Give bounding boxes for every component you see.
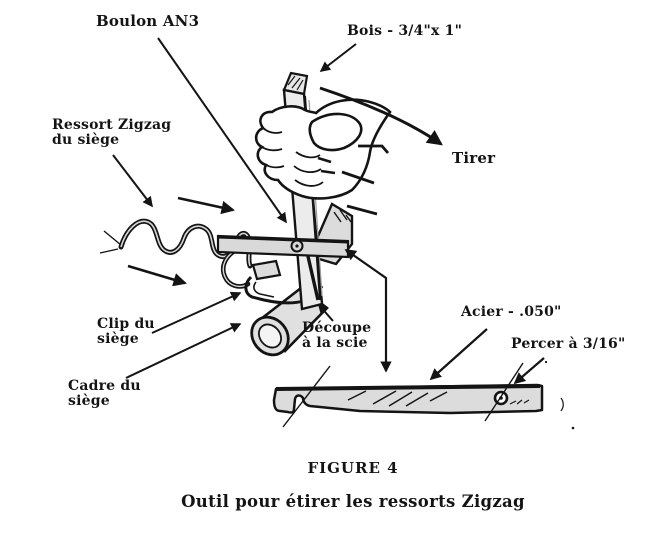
label-cadre-du-siege: Cadre du siège: [68, 378, 141, 409]
tirer-curved-arrow: [319, 86, 443, 146]
label-tirer: Tirer: [452, 149, 496, 167]
label-percer: Percer à 3/16": [511, 336, 626, 352]
cadre-leader-arrow: [125, 323, 242, 379]
percer-leader-arrow: [513, 357, 545, 385]
steel-strap-tool: [272, 360, 575, 430]
zigzag-spring: [99, 218, 253, 289]
bois-leader-arrow: [319, 43, 357, 72]
clip-leader-arrow: [151, 291, 242, 334]
label-bois: Bois - 3/4"x 1": [347, 23, 463, 39]
decoupe-leader-arrow: [317, 303, 334, 322]
boulon-leader-arrow: [157, 37, 287, 224]
hook-reference-line: [282, 365, 331, 428]
label-decoupe-a-la-scie: Découpe à la scie: [302, 320, 372, 351]
label-ressort-zigzag: Ressort Zigzag du siège: [52, 117, 172, 148]
acier-leader-arrow: [429, 328, 488, 381]
strap-position-double-arrow: [344, 249, 392, 373]
label-clip-du-siege: Clip du siège: [97, 316, 155, 347]
label-acier: Acier - .050": [461, 304, 562, 320]
figure-title: Outil pour étirer les ressorts Zigzag: [181, 492, 525, 511]
hand-illustration: [254, 98, 392, 216]
pull-direction-arrows: [127, 196, 235, 287]
figure-number: FIGURE 4: [307, 459, 399, 477]
ressort-leader-arrow: [112, 154, 153, 208]
an3-bolt: [290, 239, 304, 253]
tool-crossbar: [216, 234, 350, 259]
label-boulon-an3: Boulon AN3: [96, 12, 200, 30]
leader-arrows: [112, 37, 545, 385]
hole-reference-line: [484, 362, 524, 422]
